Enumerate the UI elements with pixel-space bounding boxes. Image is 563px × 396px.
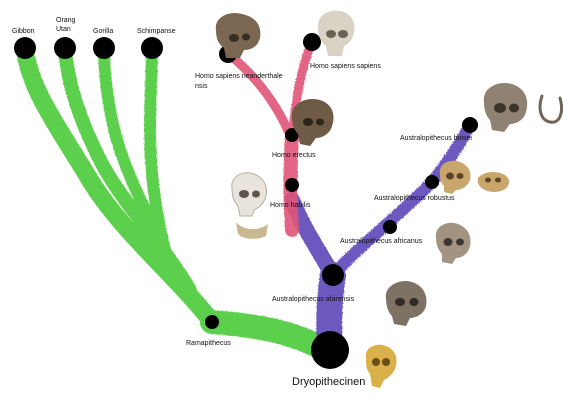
skull-habilis-icon	[232, 173, 268, 239]
label-neanderthal: Homo sapiens neanderthale nsis	[195, 73, 285, 90]
label-habilis: Homo habilis	[270, 202, 311, 209]
node-boisei	[462, 117, 478, 133]
node-habilis	[285, 178, 299, 192]
label-line: Orang	[56, 17, 76, 24]
node-schimpanse	[141, 37, 163, 59]
label-robustus: Australopithecus robustus	[374, 195, 455, 202]
label-line: Utan	[56, 26, 71, 33]
label-dryopithecinen: Dryopithecinen	[292, 376, 365, 388]
jaw-boisei-icon	[540, 96, 561, 122]
skull-africanus-icon	[436, 223, 471, 264]
label-boisei: Australopithecus boisei	[400, 135, 472, 142]
node-sapiens	[303, 33, 321, 51]
label-afarensis: Australopithecus afarensis	[272, 296, 355, 303]
label-erectus: Homo erectus	[272, 152, 316, 159]
branch-robustus	[390, 182, 432, 227]
label-sapiens: Homo sapiens sapiens	[310, 63, 381, 70]
ape-branches	[25, 50, 325, 350]
label-neanderthal-line1: Homo sapiens neanderthale	[195, 73, 283, 80]
skull-afarensis-icon	[386, 281, 427, 326]
node-orang-utan	[54, 37, 76, 59]
label-gibbon: Gibbon	[12, 28, 35, 35]
label-neanderthal-line2: nsis	[195, 83, 208, 90]
node-gibbon	[14, 37, 36, 59]
node-ramapithecus	[205, 315, 219, 329]
node-gorilla	[93, 37, 115, 59]
branch-neanderthal	[230, 55, 292, 140]
node-afarensis	[322, 264, 344, 286]
skull-robustus-icon	[440, 161, 509, 194]
label-africanus: Australopithecus africanus	[340, 238, 423, 245]
node-africanus	[383, 220, 397, 234]
skull-boisei-icon	[484, 83, 527, 132]
node-dryopithecinen	[311, 331, 349, 369]
label-ramapithecus: Ramapithecus	[186, 340, 231, 347]
label-schimpanse: Schimpanse	[137, 28, 176, 35]
label-gorilla: Gorilla	[93, 28, 113, 35]
node-robustus	[425, 175, 439, 189]
skull-sapiens-icon	[318, 11, 354, 56]
skull-dryopithecinen-icon	[366, 345, 397, 388]
branch-to-habilis	[292, 200, 333, 275]
